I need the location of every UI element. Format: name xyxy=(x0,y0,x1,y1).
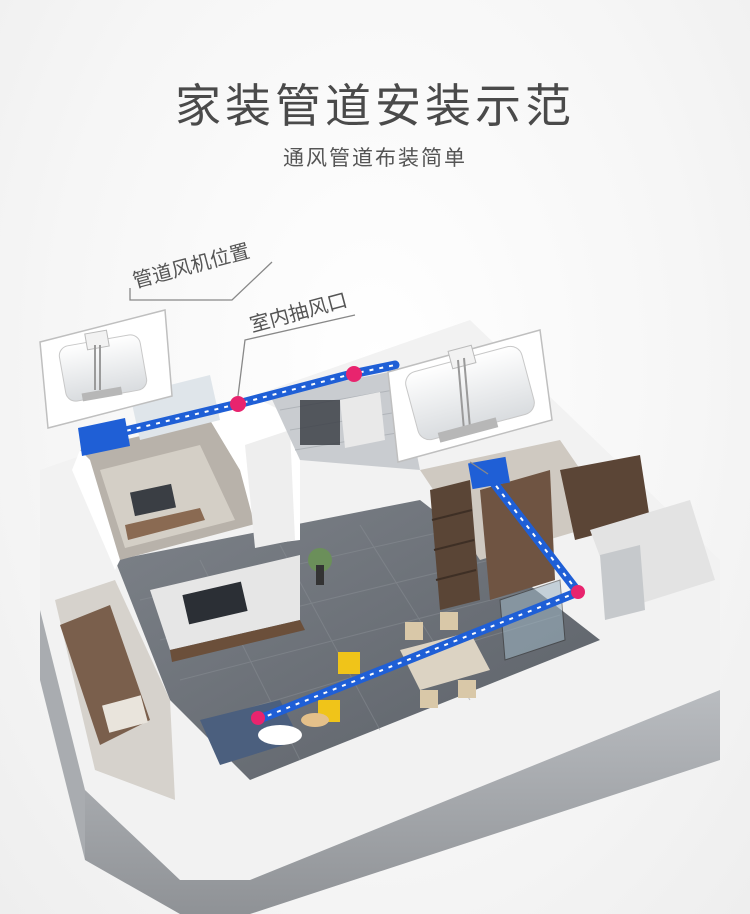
side-table xyxy=(301,713,329,727)
dining-chair xyxy=(405,622,423,640)
bathroom-cabinet xyxy=(340,392,385,448)
page-title: 家装管道安装示范 xyxy=(175,79,575,133)
duct-vent xyxy=(468,456,510,490)
inlet-marker xyxy=(230,396,246,412)
coffee-table xyxy=(258,725,302,745)
fan-position-label: 管道风机位置 xyxy=(130,239,252,293)
duct-run-side xyxy=(257,456,583,723)
plant xyxy=(308,548,332,572)
dining-table xyxy=(400,632,490,690)
indoor-inlet-label: 室内抽风口 xyxy=(247,288,350,337)
wood-door xyxy=(480,470,555,600)
inlet-marker xyxy=(346,366,362,382)
tv-cabinet xyxy=(170,620,305,662)
dining-chair xyxy=(440,612,458,630)
bathroom-window xyxy=(300,400,340,445)
bedroom-tv xyxy=(129,483,177,517)
dining-chair xyxy=(458,680,476,698)
inlet-callout xyxy=(237,314,356,397)
inlet-marker xyxy=(251,711,265,725)
duct-vent xyxy=(78,418,130,456)
dining-chair xyxy=(420,690,438,708)
duct-run-top xyxy=(78,360,400,456)
television xyxy=(182,581,248,625)
fridge xyxy=(600,545,645,620)
inlet-marker xyxy=(571,585,585,599)
lounge-chair xyxy=(102,695,148,733)
fan-callout-right xyxy=(387,329,553,475)
page-subtitle: 通风管道布装简单 xyxy=(283,146,467,170)
yellow-chair xyxy=(338,652,360,674)
bookshelf-lines xyxy=(431,509,477,581)
fan-callout-left xyxy=(39,261,273,429)
bedroom-cabinet xyxy=(125,508,205,540)
